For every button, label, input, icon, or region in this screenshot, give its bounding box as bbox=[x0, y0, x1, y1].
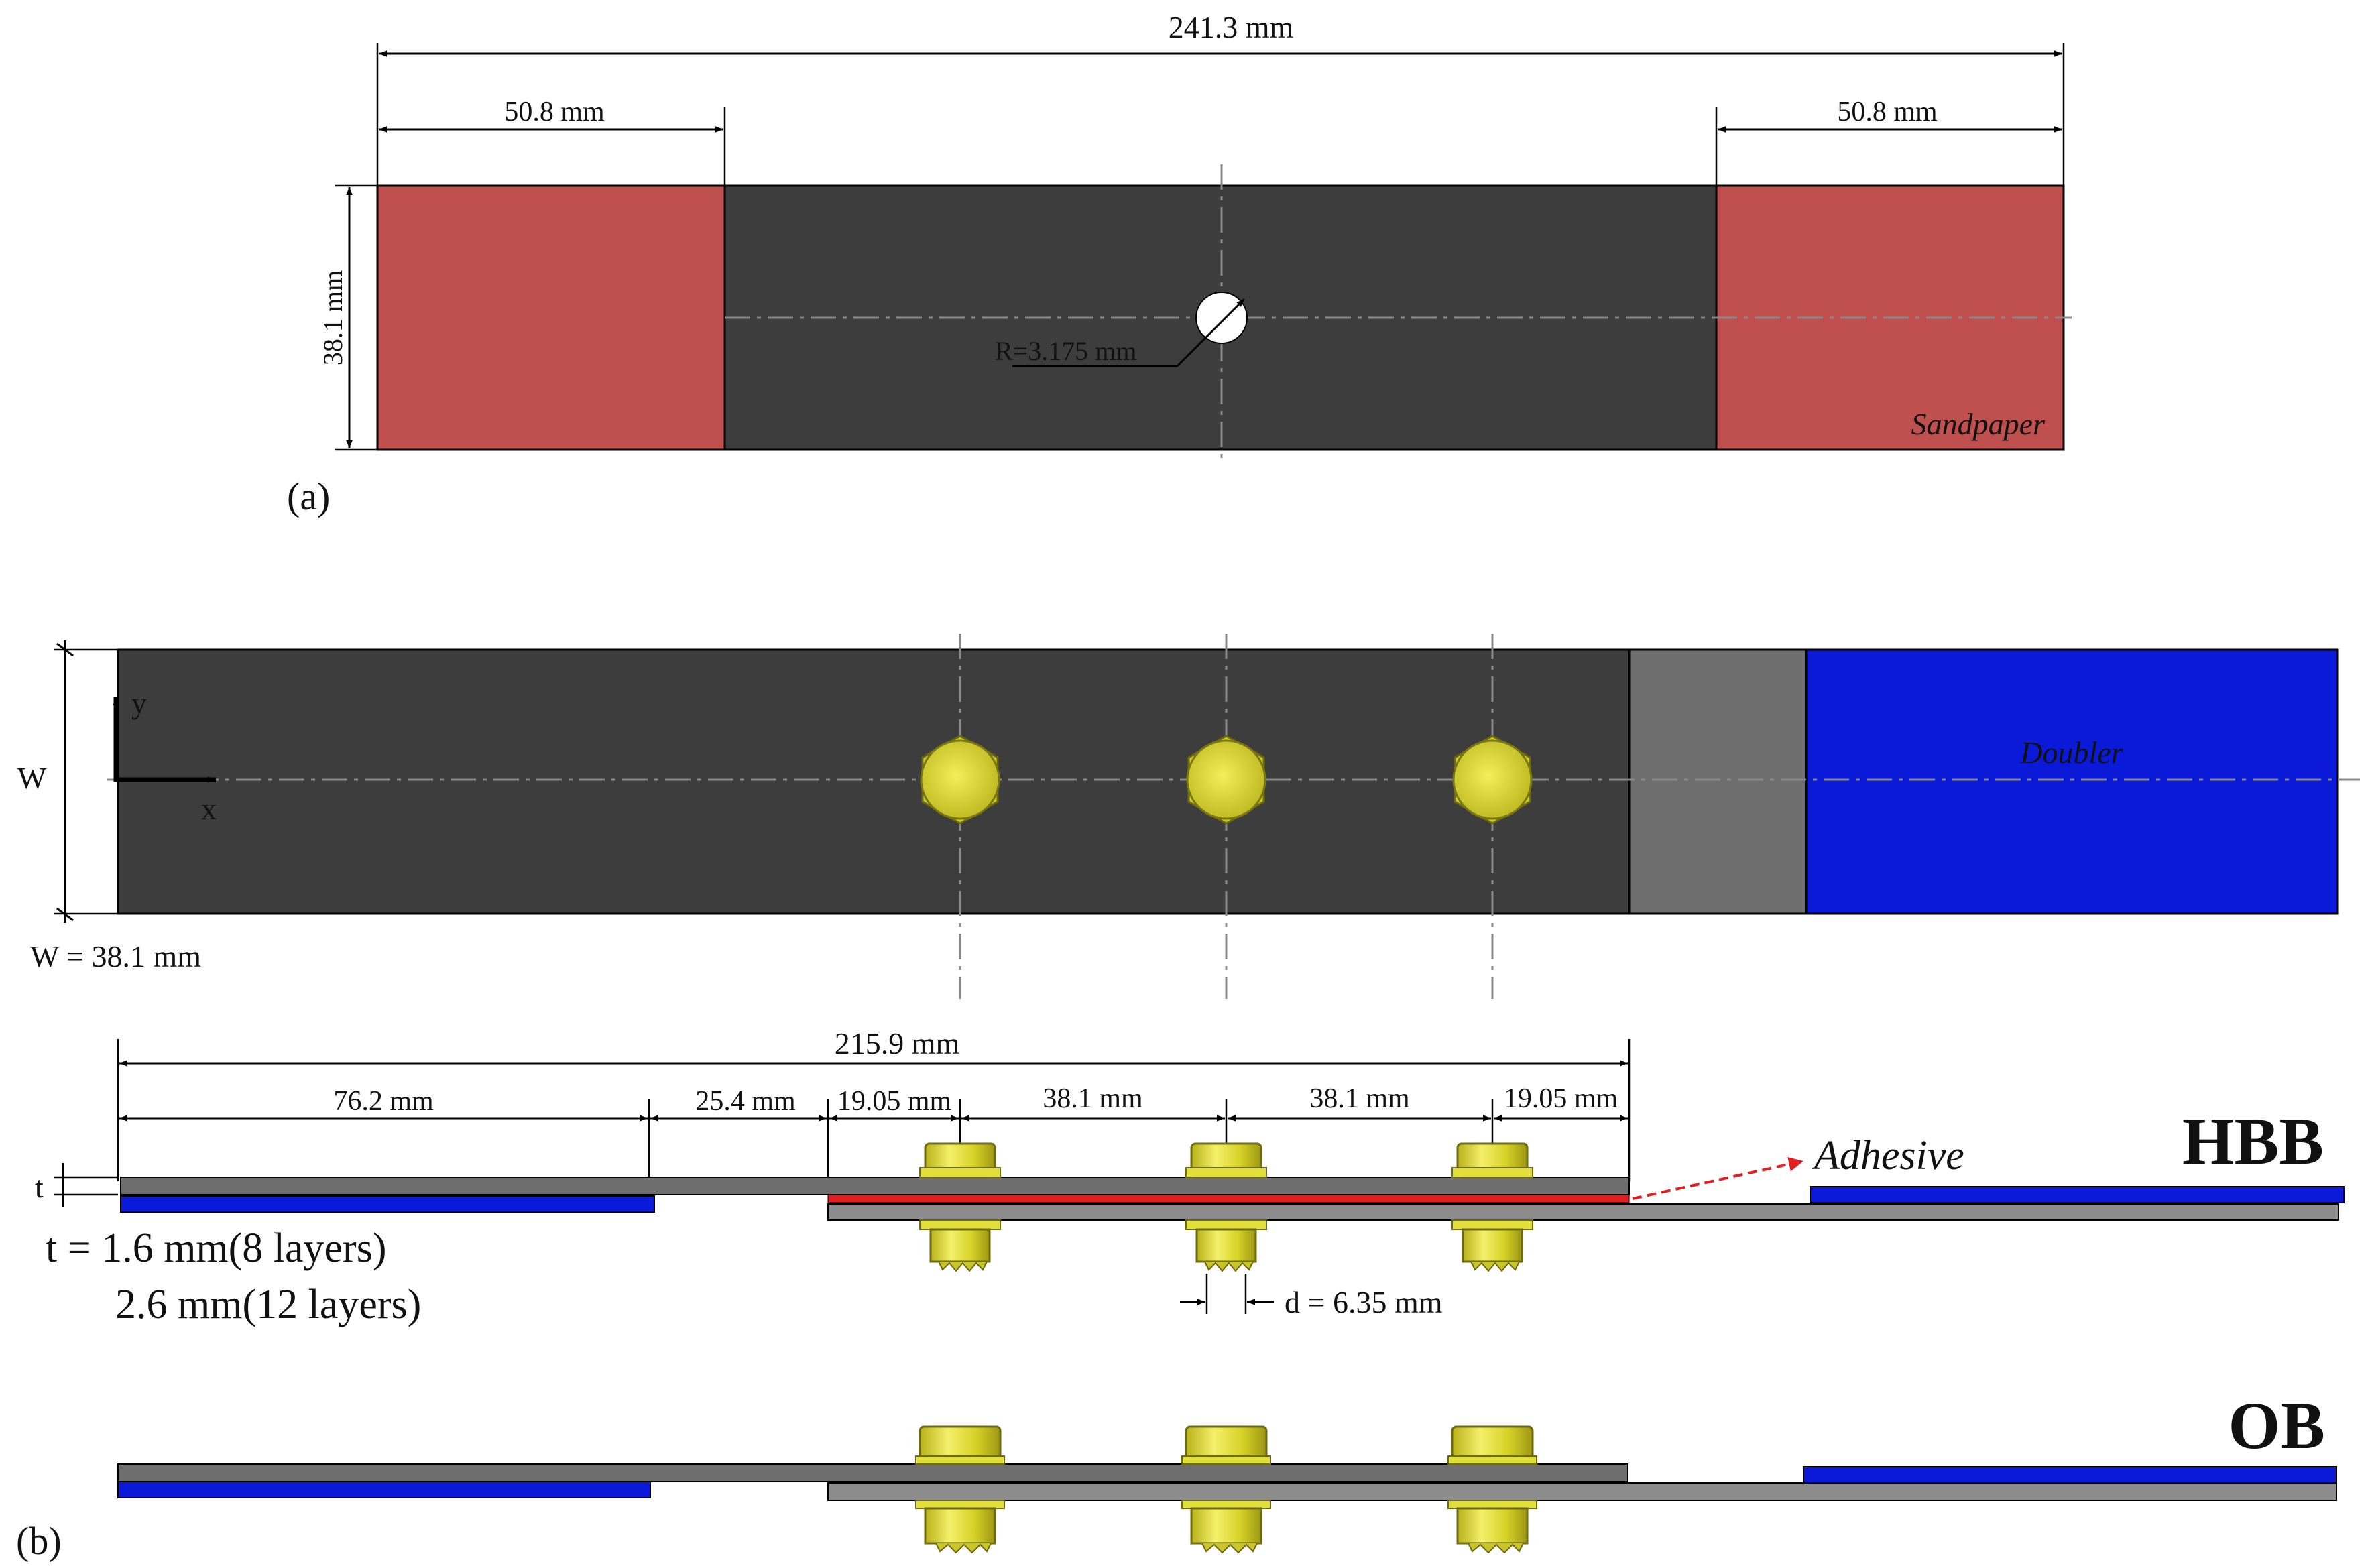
adhesive-label: Adhesive bbox=[1812, 1133, 1964, 1179]
bolt-head-top bbox=[1452, 735, 1533, 825]
bolt-head-top bbox=[1186, 735, 1266, 825]
upper-laminate bbox=[120, 1177, 1630, 1195]
bolt-head-top bbox=[920, 735, 1000, 825]
segment-label: 25.4 mm bbox=[695, 1086, 796, 1117]
bolt-side bbox=[915, 1425, 1005, 1554]
doubler-tab-left bbox=[117, 1481, 651, 1498]
sandpaper-label: Sandpaper bbox=[1911, 407, 2046, 441]
width-w-tick bbox=[56, 907, 74, 922]
width-w-tick bbox=[56, 642, 74, 657]
bolt-side bbox=[1447, 1425, 1537, 1554]
bolt-diameter-label: d = 6.35 mm bbox=[1285, 1285, 1443, 1319]
doubler-tab-left bbox=[120, 1195, 655, 1213]
hole-radius-label: R=3.175 mm bbox=[995, 336, 1136, 366]
upper-laminate bbox=[117, 1463, 1628, 1482]
ob-label: OB bbox=[2229, 1388, 2325, 1463]
open-hole bbox=[1195, 292, 1248, 344]
ob-side-view: OB (b) bbox=[16, 1388, 2337, 1563]
bolt-side bbox=[1181, 1425, 1271, 1554]
segment-label: 19.05 mm bbox=[837, 1086, 952, 1117]
bolt-side bbox=[919, 1142, 1001, 1272]
total-length-label: 215.9 mm bbox=[835, 1026, 960, 1061]
x-axis-label: x bbox=[201, 792, 217, 826]
hbb-side-view: t t = 1.6 mm(8 layers) 2.6 mm(12 layers)… bbox=[35, 1104, 2345, 1327]
panel-a: R=3.175 mm Sandpaper 241.3 mm 50.8 mm 50… bbox=[287, 10, 2072, 518]
doubler bbox=[1805, 648, 2339, 915]
grip-right-label: 50.8 mm bbox=[1837, 97, 1938, 127]
panel-b-dimensions: 215.9 mm 76.2 mm 25.4 mm 19.05 mm 38.1 m… bbox=[117, 1026, 1631, 1181]
grip-left-label: 50.8 mm bbox=[504, 97, 605, 127]
segment-label: 19.05 mm bbox=[1504, 1083, 1618, 1114]
thickness-value-line1: t = 1.6 mm(8 layers) bbox=[46, 1225, 386, 1271]
doubler-tab-right bbox=[1810, 1186, 2345, 1203]
width-symbol: W bbox=[17, 761, 47, 795]
segment-label: 76.2 mm bbox=[333, 1086, 434, 1117]
width-label: 38.1 mm bbox=[318, 270, 348, 365]
lower-laminate bbox=[827, 1203, 2339, 1221]
doubler-tab-right bbox=[1803, 1466, 2337, 1484]
doubler-label: Doubler bbox=[2019, 735, 2123, 770]
sandpaper-tab-left bbox=[376, 184, 726, 451]
segment-label: 38.1 mm bbox=[1043, 1083, 1143, 1114]
segment-label: 38.1 mm bbox=[1309, 1083, 1410, 1114]
panel-a-label: (a) bbox=[287, 475, 330, 518]
bolt-side bbox=[1185, 1142, 1267, 1272]
width-value-label: W = 38.1 mm bbox=[30, 939, 201, 973]
hbb-label: HBB bbox=[2182, 1104, 2324, 1179]
panel-b-label: (b) bbox=[16, 1519, 62, 1563]
overall-length-label: 241.3 mm bbox=[1169, 10, 1294, 44]
y-axis-label: y bbox=[131, 686, 147, 720]
thickness-value-line2: 2.6 mm(12 layers) bbox=[115, 1282, 421, 1327]
lower-laminate bbox=[827, 1482, 2337, 1501]
adhesive-layer bbox=[827, 1194, 1630, 1203]
panel-b-top-view: Doubler x y W W = 38.1 mm bbox=[17, 634, 2360, 999]
adhesive-leader bbox=[1632, 1156, 1804, 1200]
thickness-symbol: t bbox=[35, 1170, 44, 1204]
hole-radius-arrow bbox=[1176, 298, 1246, 367]
bolt-side bbox=[1451, 1142, 1533, 1272]
laminate-plate bbox=[117, 648, 1631, 915]
overlap-region bbox=[1628, 648, 1808, 915]
